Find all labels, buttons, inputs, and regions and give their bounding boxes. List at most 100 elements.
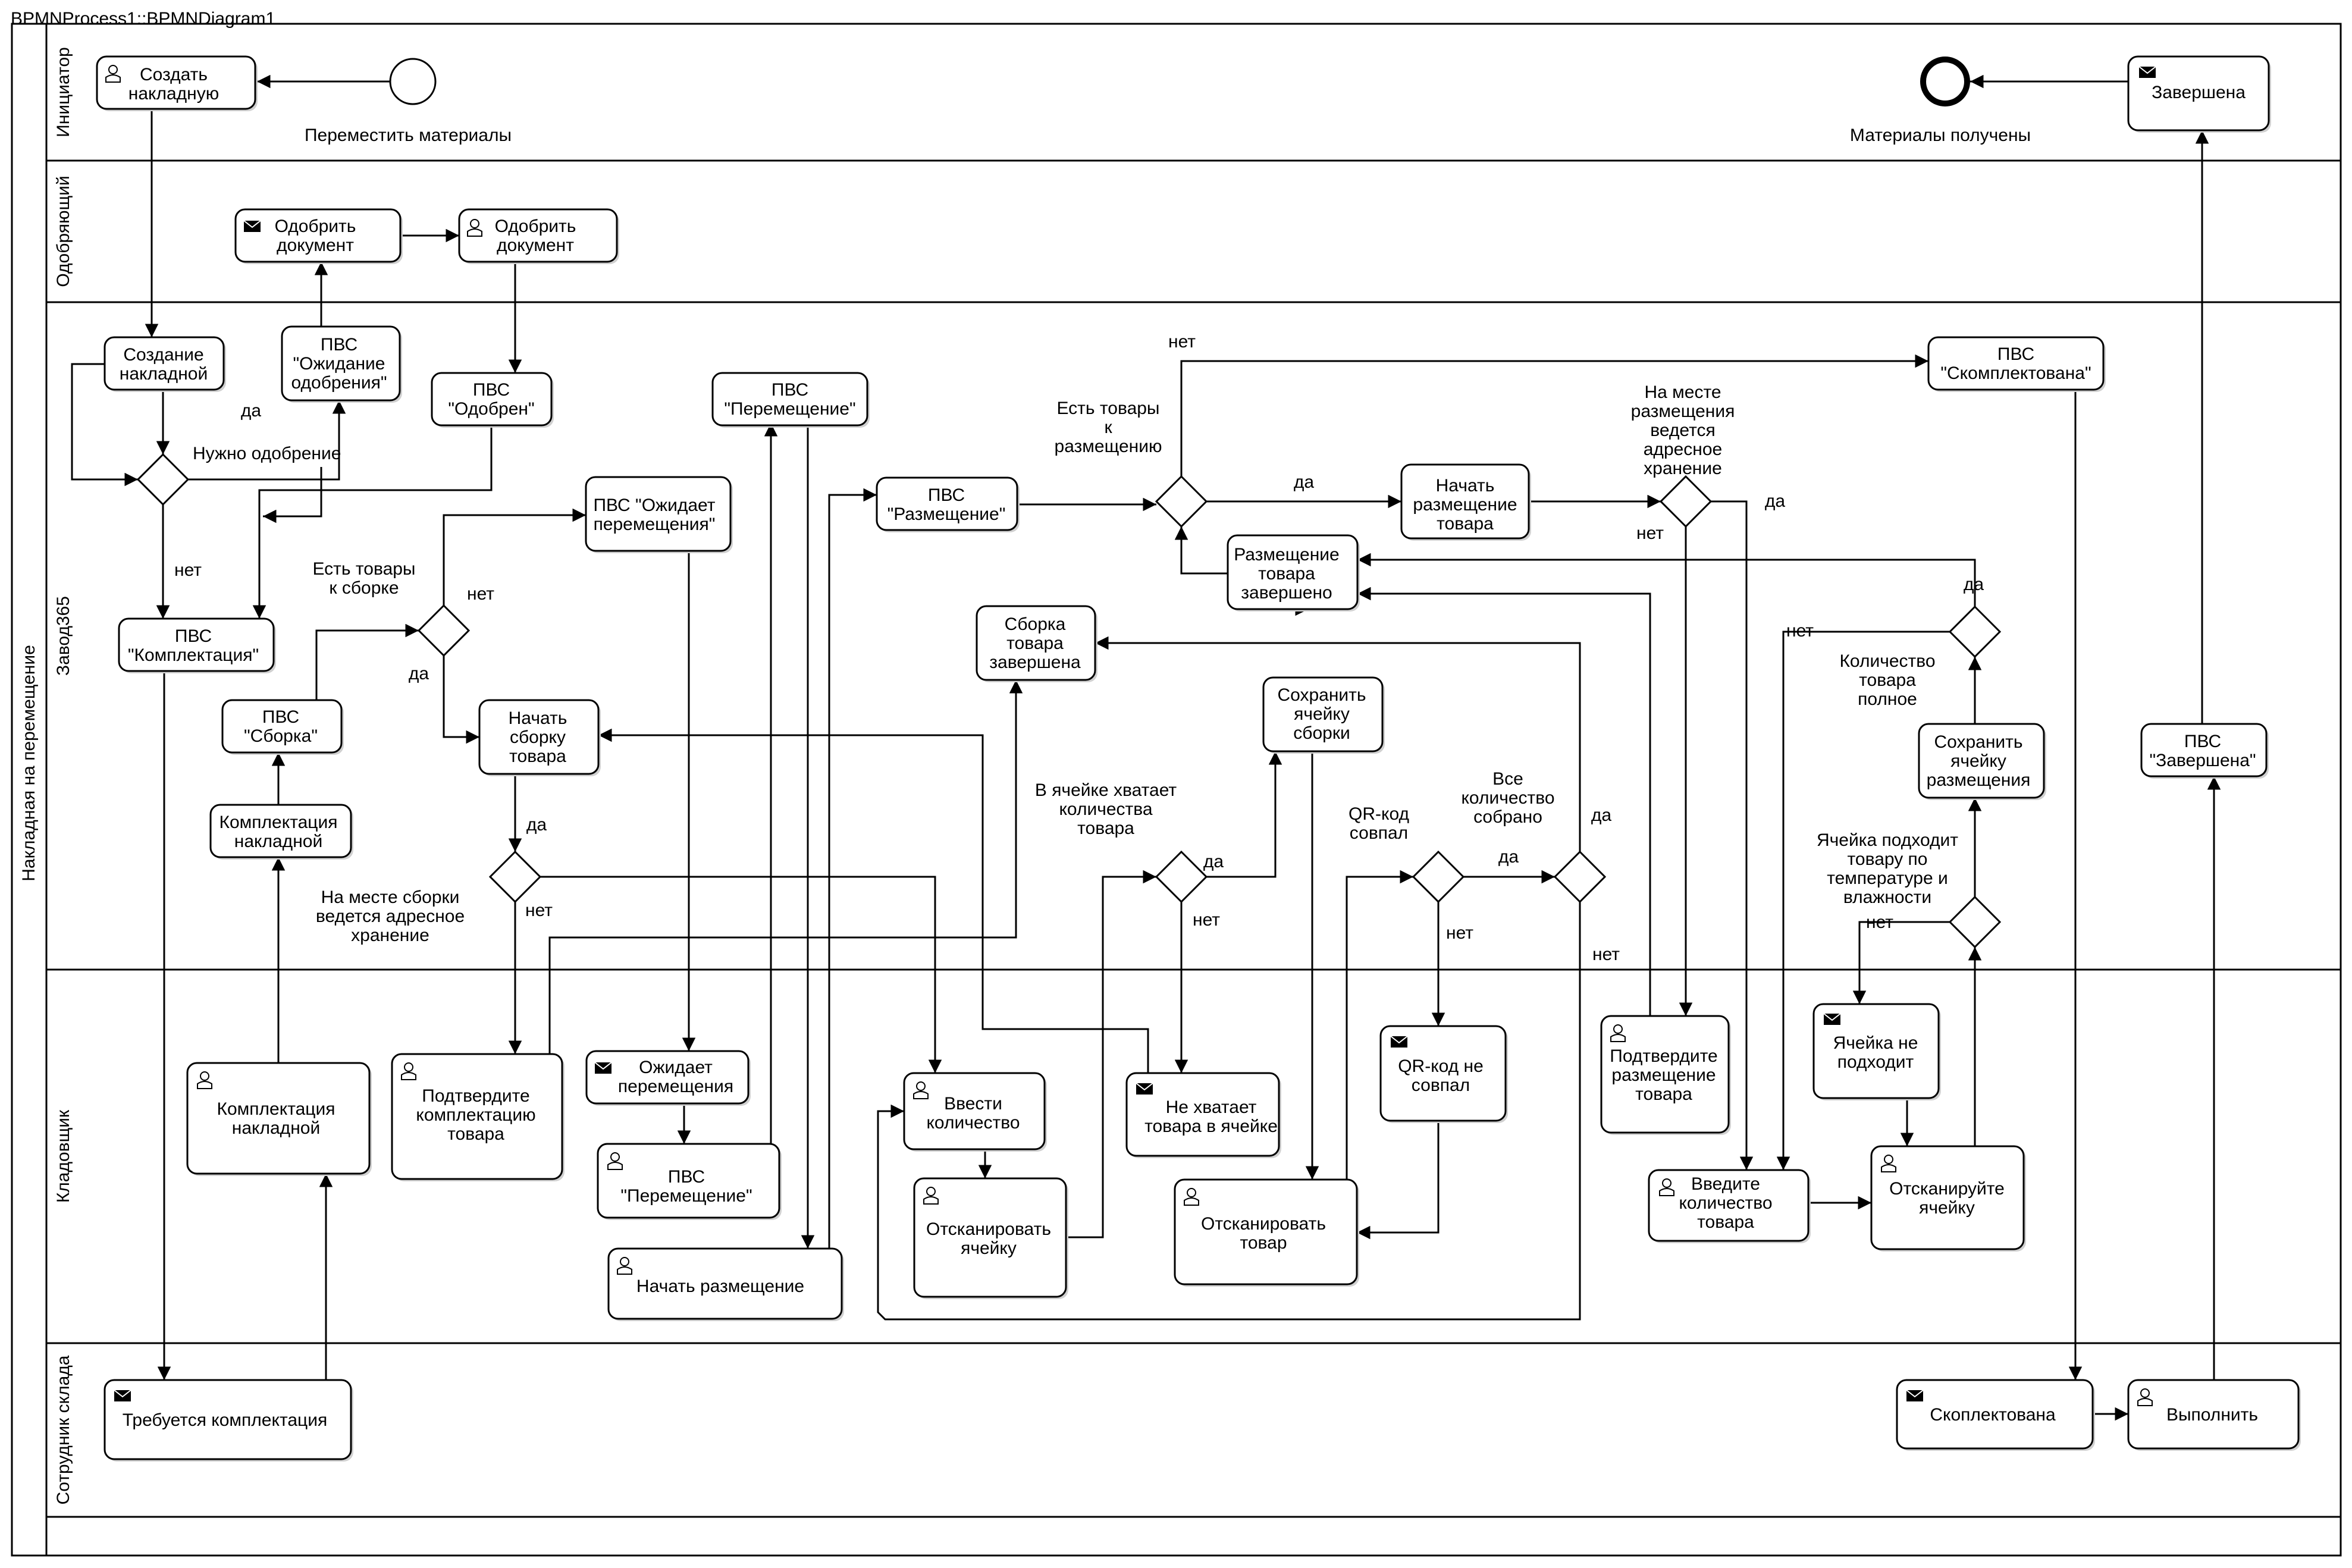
task: ПВС"Скомплектована" (1927, 336, 2106, 392)
task: Скоплектована (1896, 1379, 2095, 1451)
task-label: ПВС"Комплектация" (128, 626, 259, 665)
sequence-flow (1357, 553, 1976, 607)
task: Начать размещение (607, 1247, 844, 1321)
message-icon (594, 1062, 612, 1074)
lane-label-initiator: Инициатор (54, 47, 73, 137)
task: ПВС"Сборка" (221, 699, 344, 755)
sequence-flow (548, 680, 1023, 1054)
sequence-flow (1095, 636, 1581, 852)
user-icon (1659, 1178, 1674, 1196)
message-icon (2138, 66, 2156, 78)
exclusive-gateway (1948, 895, 2002, 949)
sequence-flow (315, 623, 419, 700)
task-label: ПВС"Сборка" (244, 707, 318, 746)
sequence-flow (252, 425, 493, 619)
flow-condition-label: да (1591, 805, 1612, 825)
exclusive-gateway (488, 850, 542, 904)
user-icon (197, 1071, 212, 1089)
flow-condition-label: да (1964, 575, 1984, 594)
sequence-flow (1180, 354, 1928, 476)
flow-condition-label: нет (1786, 621, 1814, 641)
task: ПВС"Перемещение" (711, 372, 870, 428)
end-event (1920, 57, 1970, 106)
gateway-label: Нужно одобрение (193, 444, 341, 463)
lane-label-approver: Одобряющий (54, 175, 73, 287)
pool (11, 23, 2342, 1557)
flow-condition-label: нет (1446, 923, 1473, 943)
message-icon (114, 1390, 131, 1401)
start-event (389, 58, 437, 105)
exclusive-gateway (1155, 475, 1208, 528)
exclusive-gateway (1412, 850, 1465, 904)
exclusive-gateway (1659, 475, 1713, 528)
flow-condition-label: да (1498, 847, 1519, 867)
sequence-flow (1174, 526, 1228, 575)
task: ПВС"Одобрен" (431, 372, 554, 428)
message-icon (1390, 1036, 1408, 1048)
sequence-flow (188, 400, 346, 481)
sequence-flow (1357, 587, 1651, 1133)
flow-condition-label: нет (1193, 910, 1220, 930)
flow-condition-label: нет (174, 560, 202, 580)
sequence-flow (263, 467, 322, 523)
flow-condition-labels: данетнетдаданетнетданетдаданетнетдаданет… (174, 332, 1984, 964)
user-icon (1184, 1188, 1199, 1206)
sequence-flow (1357, 1121, 1440, 1240)
sequence-flow (1206, 751, 1282, 878)
task-label: ПВС"Размещение" (888, 485, 1006, 524)
task-label: ПВС"Завершена" (2149, 732, 2256, 770)
task: Завершена (2127, 55, 2271, 133)
flow-condition-label: нет (1168, 332, 1196, 352)
flow-condition-label: да (409, 664, 429, 683)
pool-label: Накладная на перемещение (19, 645, 39, 882)
user-icon (607, 1152, 623, 1170)
exclusive-gateway (1553, 850, 1607, 904)
user-icon (467, 219, 482, 237)
sequence-flow (1852, 921, 1950, 1004)
flow-condition-label: нет (525, 901, 553, 920)
flow-condition-label: нет (467, 584, 494, 604)
diagram-title: BPMNProcess1::BPMNDiagram1 (11, 9, 275, 29)
start-event-label: Переместить материалы (305, 126, 512, 145)
flow-condition-label: нет (1592, 945, 1620, 964)
task: ПВС"Комплектация" (118, 617, 276, 673)
task: ПВС"Завершена" (2140, 723, 2269, 779)
